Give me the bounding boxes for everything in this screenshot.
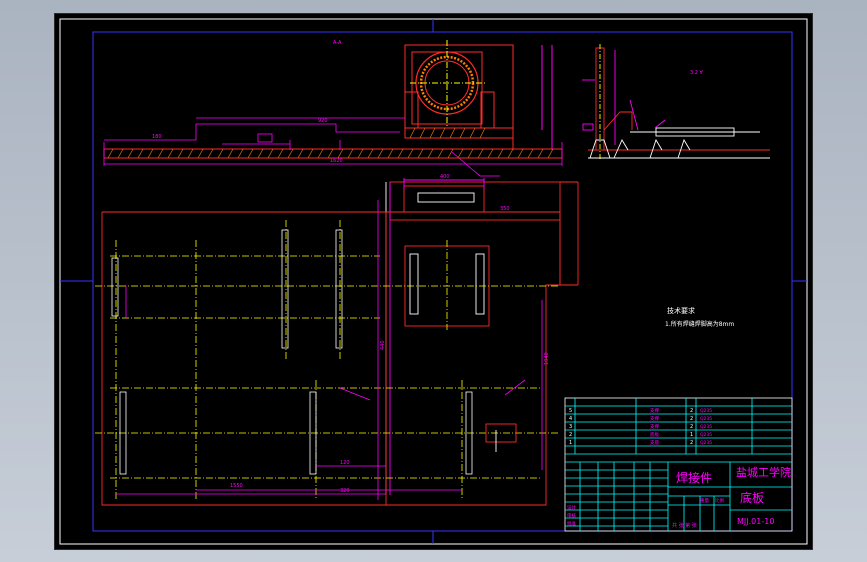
row-5-name: 支撑	[650, 407, 659, 414]
row-1-mat: Q235	[700, 440, 712, 446]
upper-plan-detail	[385, 178, 579, 495]
outer-frame	[59, 18, 808, 545]
label-approve: 批准	[567, 520, 576, 527]
section-label: A-A	[333, 40, 342, 46]
base-plate-hatch	[107, 148, 554, 159]
row-1-name: 支座	[650, 439, 659, 446]
row-4-mat: Q235	[700, 416, 712, 422]
dim-top-overall: 1620	[330, 158, 343, 164]
row-4-no: 4	[569, 416, 572, 422]
school-name: 盐城工学院	[736, 465, 791, 479]
row-3-mat: Q235	[700, 424, 712, 430]
row-3-name: 支撑	[650, 423, 659, 430]
row-1-no: 1	[569, 440, 572, 446]
top-plate-hatch	[409, 127, 486, 139]
row-3-no: 3	[569, 424, 572, 430]
side-view	[582, 44, 770, 160]
dim-plan-lower: 440	[380, 340, 386, 350]
row-2-name: 底板	[650, 431, 659, 438]
row-4-name: 支撑	[650, 415, 659, 422]
dim-top-left: 180	[152, 134, 162, 140]
label-weight: 重量	[700, 497, 709, 504]
elevation-dimensions	[103, 117, 563, 177]
label-sheet: 共 张 第 张	[672, 522, 697, 529]
row-5-no: 5	[569, 408, 572, 414]
main-plan	[95, 200, 561, 506]
dim-plan-height: 1040	[544, 352, 550, 365]
drawing-sheet	[54, 13, 813, 550]
row-2-mat: Q235	[700, 432, 712, 438]
title-block	[564, 397, 793, 532]
base-plate-elevation	[103, 148, 563, 159]
tech-req-line1: 1.所有焊缝焊脚高为8mm	[665, 320, 734, 328]
row-4-qty: 2	[690, 416, 693, 422]
row-1-qty: 2	[690, 440, 693, 446]
dim-top-mid: 920	[318, 118, 328, 124]
drawing-border	[92, 31, 793, 532]
dim-plan-width: 1550	[230, 483, 243, 489]
label-check: 审核	[567, 512, 576, 519]
roughness-note: 3.2 ∀	[690, 70, 704, 76]
tech-req-heading: 技术要求	[667, 306, 695, 315]
support-top-plate	[404, 127, 514, 139]
row-5-mat: Q235	[700, 408, 712, 414]
label-scale: 比例	[715, 497, 724, 504]
dim-upper-box: 400	[440, 174, 450, 180]
part-name: 焊接件	[676, 470, 712, 485]
dim-plan-small: 120	[340, 460, 350, 466]
dim-upper-box2: 350	[500, 206, 510, 212]
label-design: 设计	[567, 504, 576, 511]
drawing-number: MJJ.01-10	[737, 517, 774, 526]
row-5-qty: 2	[690, 408, 693, 414]
parts-list: 5 支撑 2 Q235 4 支撑 2 Q235 3 支撑 2 Q235 2 底板…	[569, 407, 712, 446]
support-block-right	[480, 91, 495, 129]
row-3-qty: 2	[690, 424, 693, 430]
dim-plan-left: 320	[340, 488, 350, 494]
row-2-no: 2	[569, 432, 572, 438]
row-2-qty: 1	[690, 432, 693, 438]
drawing-name: 底板	[740, 490, 764, 505]
